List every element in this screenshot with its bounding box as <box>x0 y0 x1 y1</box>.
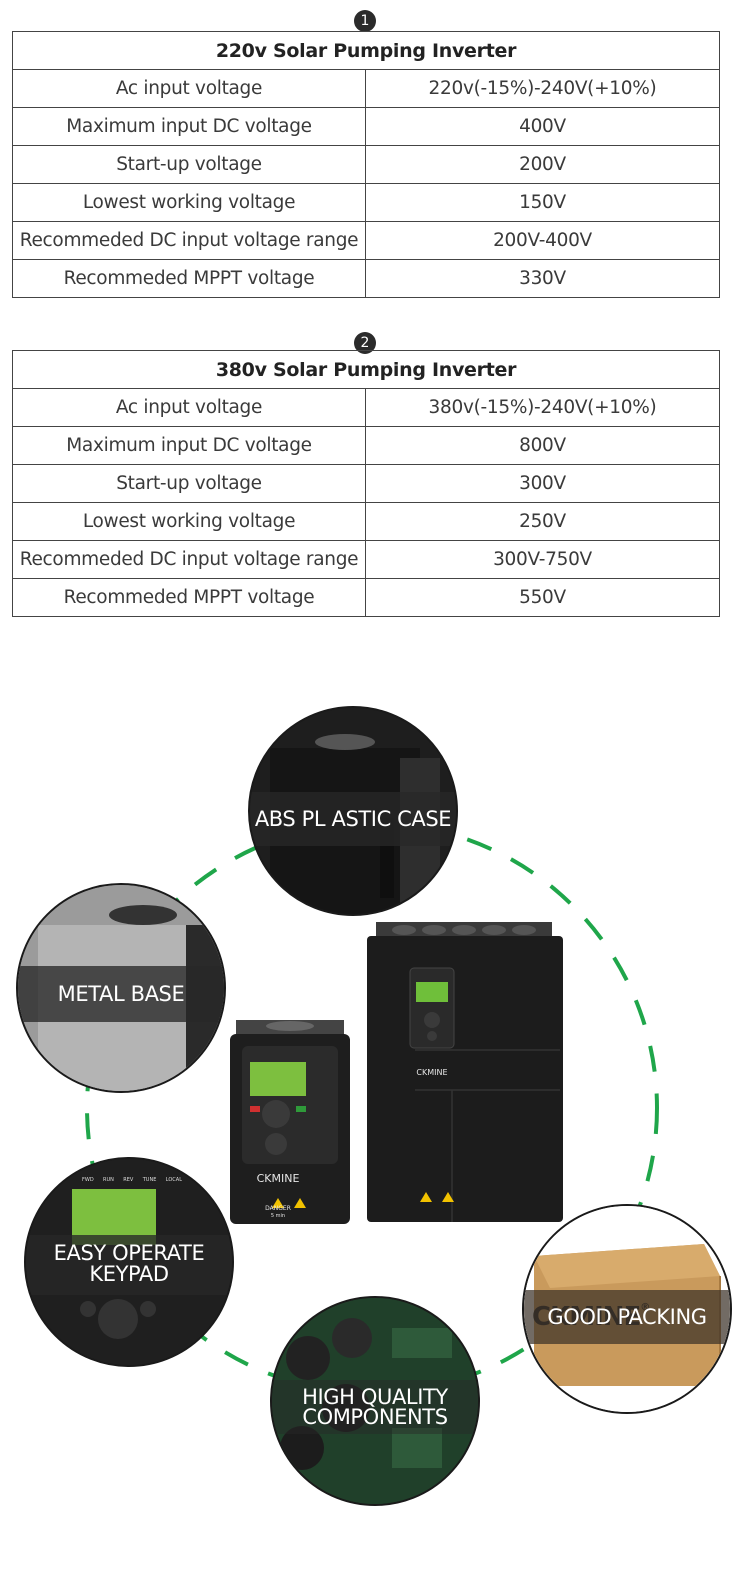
table-row: Recommeded DC input voltage range 200V-4… <box>12 221 720 260</box>
spec-label: Start-up voltage <box>12 145 366 184</box>
spec-label: Ac input voltage <box>12 388 366 427</box>
danger-label: DANGER <box>265 1205 291 1212</box>
spec-label: Recommeded MPPT voltage <box>12 259 366 298</box>
feature-bubble-components: HIGH QUALITY COMPONENTS <box>270 1296 480 1506</box>
spec-value: 300V-750V <box>365 540 720 579</box>
table-row: Start-up voltage 300V <box>12 464 720 503</box>
table-row: Maximum input DC voltage 800V <box>12 426 720 465</box>
feature-illustration: CKMINE CKMINE DANGER 5 min <box>85 821 659 1395</box>
indicator-local: LOCAL <box>165 1177 182 1183</box>
feature-label: METAL BASE <box>18 966 224 1022</box>
danger-time-label: 5 min <box>271 1213 285 1219</box>
spec-label: Recommeded DC input voltage range <box>12 540 366 579</box>
spec-label: Maximum input DC voltage <box>12 107 366 146</box>
indicator-fwd: FWD <box>82 1177 94 1183</box>
table-row: Maximum input DC voltage 400V <box>12 107 720 146</box>
spec-label: Recommeded MPPT voltage <box>12 578 366 617</box>
spec-label: Start-up voltage <box>12 464 366 503</box>
keypad-indicator-row: FWD RUN REV TUNE LOCAL <box>82 1177 182 1183</box>
spec-label: Lowest working voltage <box>12 183 366 222</box>
feature-label-line: HIGH QUALITY <box>302 1385 448 1409</box>
spec-value: 400V <box>365 107 720 146</box>
spec-label: Ac input voltage <box>12 69 366 108</box>
spec-value: 380v(-15%)-240V(+10%) <box>365 388 720 427</box>
table-title: 220v Solar Pumping Inverter <box>12 31 720 70</box>
circuit-board-image <box>272 1298 478 1504</box>
small-inverter-illustration <box>230 1020 350 1224</box>
spec-value: 330V <box>365 259 720 298</box>
spec-value: 200V <box>365 145 720 184</box>
spec-label: Maximum input DC voltage <box>12 426 366 465</box>
table-row: Recommeded MPPT voltage 550V <box>12 578 720 617</box>
feature-label: ABS PL ASTIC CASE <box>250 792 456 846</box>
table-row: Ac input voltage 220v(-15%)-240V(+10%) <box>12 69 720 108</box>
indicator-run: RUN <box>103 1177 114 1183</box>
table-title-row: 380v Solar Pumping Inverter <box>12 350 720 389</box>
spec-value: 220v(-15%)-240V(+10%) <box>365 69 720 108</box>
large-inverter-illustration <box>367 922 563 1222</box>
spec-value: 200V-400V <box>365 221 720 260</box>
feature-bubble-abs-case: ABS PL ASTIC CASE <box>248 706 458 916</box>
spec-label: Lowest working voltage <box>12 502 366 541</box>
table-title-row: 220v Solar Pumping Inverter <box>12 31 720 70</box>
large-inverter-brand-label: CKMINE <box>416 1068 447 1077</box>
feature-bubble-metal-base: METAL BASE <box>16 883 226 1093</box>
table-row: Lowest working voltage 150V <box>12 183 720 222</box>
spec-value: 550V <box>365 578 720 617</box>
table-title: 380v Solar Pumping Inverter <box>12 350 720 389</box>
spec-value: 300V <box>365 464 720 503</box>
small-inverter-brand-label: CKMINE <box>257 1172 300 1185</box>
spec-label: Recommeded DC input voltage range <box>12 221 366 260</box>
feature-label-line: KEYPAD <box>89 1262 169 1286</box>
feature-showcase: CKMINE CKMINE DANGER 5 min ABS PL ASTIC … <box>0 690 750 1570</box>
feature-label-line: EASY OPERATE <box>53 1241 205 1265</box>
spec-table-380v: 380v Solar Pumping Inverter Ac input vol… <box>12 350 720 617</box>
table-row: Recommeded DC input voltage range 300V-7… <box>12 540 720 579</box>
feature-label: EASY OPERATE KEYPAD <box>26 1235 232 1295</box>
spec-value: 150V <box>365 183 720 222</box>
table-row: Start-up voltage 200V <box>12 145 720 184</box>
feature-label: HIGH QUALITY COMPONENTS <box>272 1380 478 1434</box>
feature-label-line: COMPONENTS <box>302 1405 448 1429</box>
feature-bubble-keypad: FWD RUN REV TUNE LOCAL EASY OPERATE KEYP… <box>24 1157 234 1367</box>
table-row: Ac input voltage 380v(-15%)-240V(+10%) <box>12 388 720 427</box>
section-number-1: 1 <box>354 10 376 32</box>
table-row: Recommeded MPPT voltage 330V <box>12 259 720 298</box>
spec-table-220v: 220v Solar Pumping Inverter Ac input vol… <box>12 31 720 298</box>
feature-bubble-packing: CKMINE® GOOD PACKING <box>522 1204 732 1414</box>
section-number-2: 2 <box>354 332 376 354</box>
spec-value: 250V <box>365 502 720 541</box>
spec-value: 800V <box>365 426 720 465</box>
indicator-rev: REV <box>123 1177 134 1183</box>
feature-label: GOOD PACKING <box>524 1290 730 1344</box>
indicator-tune: TUNE <box>142 1177 157 1183</box>
table-row: Lowest working voltage 250V <box>12 502 720 541</box>
